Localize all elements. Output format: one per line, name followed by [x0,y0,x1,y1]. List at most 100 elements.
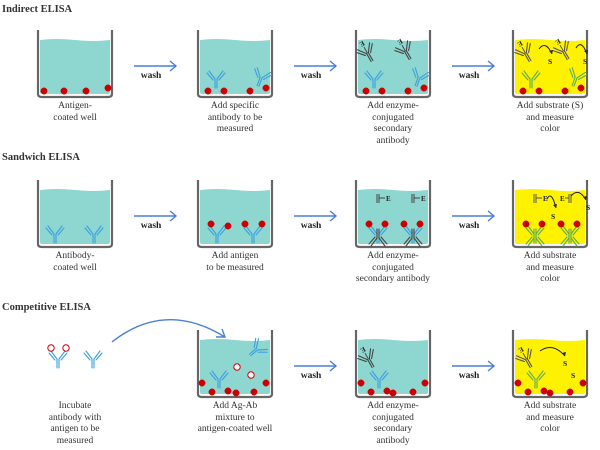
antibody-arm [523,70,531,80]
well-liquid [358,339,428,394]
antibody-arm [369,372,377,381]
antibody-arm [254,68,259,79]
well-contents: E [357,345,429,397]
antigen-dot [404,87,412,95]
free-antibody [248,337,269,357]
antigen-dot [546,389,554,397]
arrow-head [487,60,496,72]
detection-antibody [525,228,545,247]
antigen-dot [514,379,522,387]
antibody-arm [570,237,578,247]
antibody-arm [263,74,273,81]
antibody-arm [216,70,224,80]
free-antibody [48,350,68,369]
antibody-arm [253,225,261,235]
antigen-dot [247,371,255,379]
wash-label: wash [141,71,162,81]
substrate-arrowhead [549,50,553,54]
antibody-arm [221,372,229,381]
wash-label: wash [301,221,322,231]
antibody-arm [560,227,568,236]
antibody-arm [356,49,368,55]
antibody-arm [552,49,562,55]
antibody-arm [413,225,421,235]
arrow-head [169,210,178,222]
antibody-arm [566,40,569,52]
antibody-stem [404,51,410,61]
antibody-arm [578,74,588,81]
antigen-dot [389,389,397,397]
antibody-arm [45,227,53,236]
antibody-arm [525,227,533,236]
well-wall [36,30,114,99]
antigen-dot [566,388,574,396]
antibody-arm [370,237,378,247]
well-r0-c1 [196,30,274,99]
antibody-arm [368,227,376,236]
antigen-dot [400,220,408,228]
primary-antibody [254,67,273,87]
antibody-arm [96,227,104,236]
well-r2-c1 [196,330,274,399]
antibody-arm [367,42,371,54]
antibody-arm [421,74,431,81]
wash-label: wash [459,371,480,381]
arrow-head [329,360,338,372]
wash-arrow: wash [452,360,496,381]
wash-label: wash [141,221,162,231]
antigen-dot [60,87,68,95]
antibody-arm [368,236,376,245]
antigen-dot [198,379,206,387]
secondary-antibody [552,40,570,61]
antibody-stem [258,77,263,87]
section-title: Sandwich ELISA [2,152,80,163]
antibody-arm [538,372,546,381]
detection-antibody [368,228,388,247]
wash-arrow: wash [452,60,496,81]
enzyme-link [522,352,527,360]
wash-label: wash [459,221,480,231]
enzyme-conjugated-antibody: E [514,39,532,63]
well-liquid [40,189,110,244]
antigen-dot [421,379,429,387]
antigen-dot [224,222,232,230]
antigen-dot [577,84,585,92]
enzyme-label: E [359,345,367,354]
antigen-dot [367,388,375,396]
wash-label: wash [301,371,322,381]
antibody-arm [245,225,253,235]
primary-antibody [521,70,541,89]
antigen-dot [220,87,228,95]
antibody-stem [367,359,373,369]
antibody-arm [256,67,261,78]
substrate-label: S [583,57,587,66]
enzyme-label: E [560,195,565,203]
antibody-arm [368,348,372,360]
antibody-arm [394,47,406,53]
antibody-arm [537,227,545,236]
antibody-arm [572,227,580,236]
antibody-arm [535,237,543,247]
enzyme-conjugated-antibody: E [515,345,533,369]
well-wall [511,330,589,399]
antibody-arm [219,370,227,380]
antibody-arm [563,40,567,52]
antibody-arm [55,225,63,235]
wash-arrow: wash [294,60,338,81]
antibody-arm [531,70,539,80]
antigen-dot [208,388,216,396]
well-wall [511,180,589,249]
antibody-stem [366,53,372,63]
enzyme-label: E [516,39,524,48]
antigen-dot [362,87,370,95]
antibody-arm [50,350,58,360]
curved-arrow-head [216,328,227,338]
antibody-arm [570,225,578,235]
antibody-arm [86,225,94,235]
